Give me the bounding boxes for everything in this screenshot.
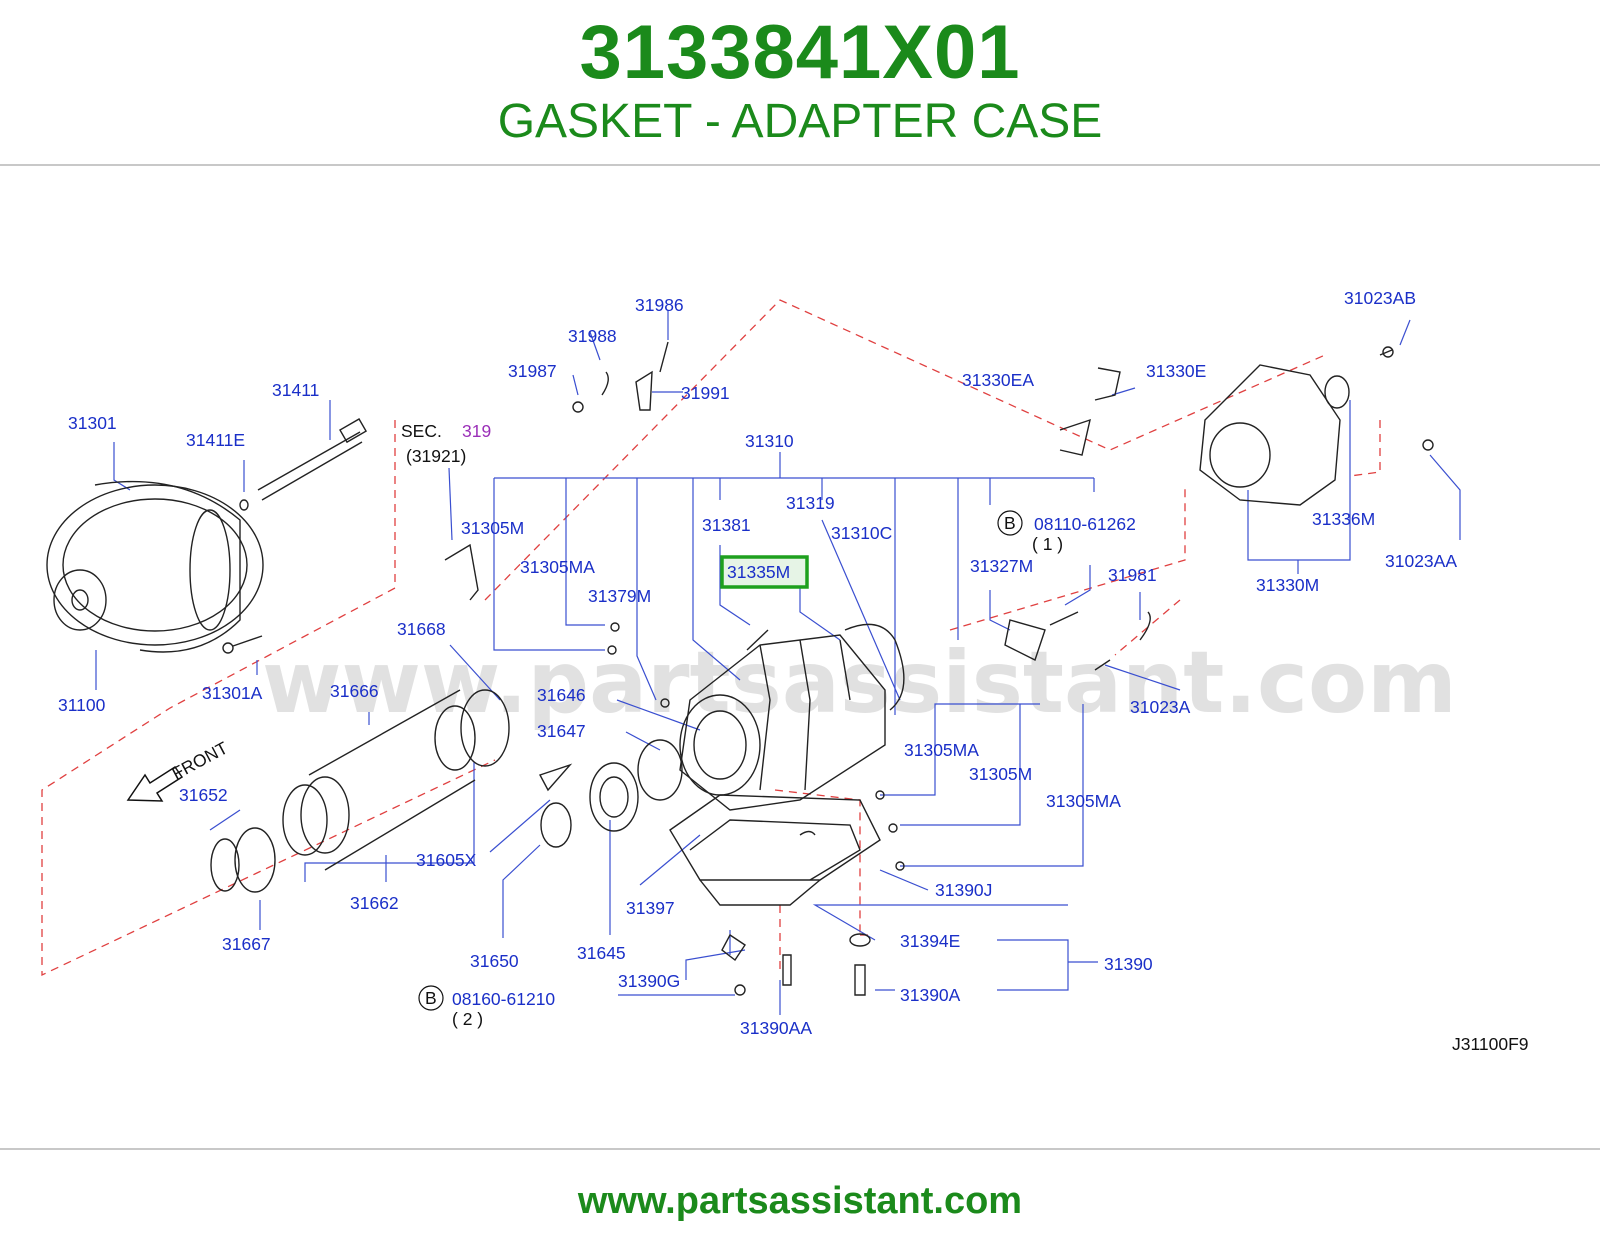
sec-number-link[interactable]: 319 — [462, 421, 491, 441]
adapter-case-drawing — [1199, 346, 1434, 506]
part-callouts: 31986 31988 31987 31991 31411 31301 3141… — [58, 288, 1457, 1038]
callout-31647[interactable]: 31647 — [537, 721, 586, 741]
bolt-ref-2-badge — [418, 985, 444, 1011]
callout-31667[interactable]: 31667 — [222, 934, 271, 954]
bolt-ref-2-code[interactable]: 08160-61210 — [452, 989, 555, 1009]
bolt-ref-2-qty: ( 2 ) — [452, 1009, 483, 1029]
callout-31023AA[interactable]: 31023AA — [1385, 551, 1457, 571]
callout-31100[interactable]: 31100 — [58, 695, 106, 715]
callout-31390G[interactable]: 31390G — [618, 971, 680, 991]
part-number-title: 3133841X01 — [579, 10, 1021, 95]
callout-31646[interactable]: 31646 — [537, 685, 586, 705]
diagram-background — [20, 272, 1580, 1072]
callout-31336M[interactable]: 31336M — [1312, 509, 1375, 529]
bolt-ref-1-prefix: B — [1004, 513, 1016, 533]
clutch-pack-drawing — [210, 689, 510, 893]
drawing-code: J31100F9 — [1452, 1034, 1529, 1054]
callout-31662[interactable]: 31662 — [350, 893, 399, 913]
highlight-box-31335M — [720, 555, 809, 589]
bolt-ref-1-qty: ( 1 ) — [1032, 534, 1063, 554]
callout-31390[interactable]: 31390 — [1104, 954, 1153, 974]
part-name-subtitle: GASKET - ADAPTER CASE — [497, 95, 1103, 148]
callout-31305M-a[interactable]: 31305M — [461, 518, 524, 538]
callout-31301A[interactable]: 31301A — [202, 683, 263, 703]
callout-31390AA[interactable]: 31390AA — [740, 1018, 812, 1038]
oil-pan-drawing — [669, 794, 881, 906]
callout-31330EA[interactable]: 31330EA — [962, 370, 1034, 390]
bolt-ref-1: B 08110-61262 ( 1 ) — [997, 510, 1136, 554]
part-drawings — [46, 341, 1434, 996]
header-divider — [0, 164, 1600, 166]
sec-ref: (31921) — [406, 446, 466, 466]
callout-31605X[interactable]: 31605X — [416, 850, 477, 870]
callout-31987[interactable]: 31987 — [508, 361, 557, 381]
bolt-ref-1-badge — [997, 510, 1023, 536]
callout-31023AB[interactable]: 31023AB — [1344, 288, 1416, 308]
sec-label: SEC. — [401, 421, 442, 441]
bolt-ref-2-prefix: B — [425, 988, 437, 1008]
callout-31381[interactable]: 31381 — [702, 515, 751, 535]
callout-31319[interactable]: 31319 — [786, 493, 835, 513]
callout-31397[interactable]: 31397 — [626, 898, 675, 918]
callout-31379M[interactable]: 31379M — [588, 586, 651, 606]
callout-31310[interactable]: 31310 — [745, 431, 794, 451]
footer-divider — [0, 1148, 1600, 1150]
watermark-text: www.partsassistant.com — [262, 633, 1457, 733]
callout-31668[interactable]: 31668 — [397, 619, 446, 639]
callout-31330M[interactable]: 31330M — [1256, 575, 1319, 595]
callout-31330E[interactable]: 31330E — [1146, 361, 1206, 381]
callout-31981[interactable]: 31981 — [1108, 565, 1157, 585]
callout-31652[interactable]: 31652 — [179, 785, 228, 805]
callout-31301[interactable]: 31301 — [68, 413, 117, 433]
callout-31991[interactable]: 31991 — [681, 383, 730, 403]
callout-31411E[interactable]: 31411E — [186, 430, 245, 450]
seal-ring-drawing — [538, 739, 683, 848]
callout-31310C[interactable]: 31310C — [831, 523, 892, 543]
torque-converter-drawing — [46, 480, 264, 653]
callout-31335M[interactable]: 31335M — [727, 562, 790, 582]
callout-31390A[interactable]: 31390A — [900, 985, 961, 1005]
callout-31305MA-b[interactable]: 31305MA — [904, 740, 979, 760]
footer-site-link[interactable]: www.partsassistant.com — [577, 1180, 1023, 1222]
parts-diagram: www.partsassistant.com — [20, 272, 1580, 1072]
callout-31305M-b[interactable]: 31305M — [969, 764, 1032, 784]
callout-31305MA-a[interactable]: 31305MA — [520, 557, 595, 577]
callout-31650[interactable]: 31650 — [470, 951, 519, 971]
input-shaft-drawing — [239, 418, 368, 511]
callout-31394E[interactable]: 31394E — [900, 931, 960, 951]
callout-31305MA-c[interactable]: 31305MA — [1046, 791, 1121, 811]
callout-31327M[interactable]: 31327M — [970, 556, 1033, 576]
front-arrow-icon — [126, 765, 184, 802]
callout-31666[interactable]: 31666 — [330, 681, 379, 701]
bolt-ref-2: B 08160-61210 ( 2 ) — [418, 985, 555, 1029]
bolt-ref-1-code[interactable]: 08110-61262 — [1034, 514, 1136, 534]
small-parts-drawing — [444, 341, 1151, 996]
callout-31411[interactable]: 31411 — [272, 380, 319, 400]
leader-lines — [95, 310, 1461, 1015]
bolt-31301A-drawing — [222, 635, 263, 654]
callout-31023A[interactable]: 31023A — [1130, 697, 1191, 717]
callout-31988[interactable]: 31988 — [568, 326, 617, 346]
callout-31390J[interactable]: 31390J — [935, 880, 992, 900]
callout-31645[interactable]: 31645 — [577, 943, 626, 963]
callout-31986[interactable]: 31986 — [635, 295, 684, 315]
